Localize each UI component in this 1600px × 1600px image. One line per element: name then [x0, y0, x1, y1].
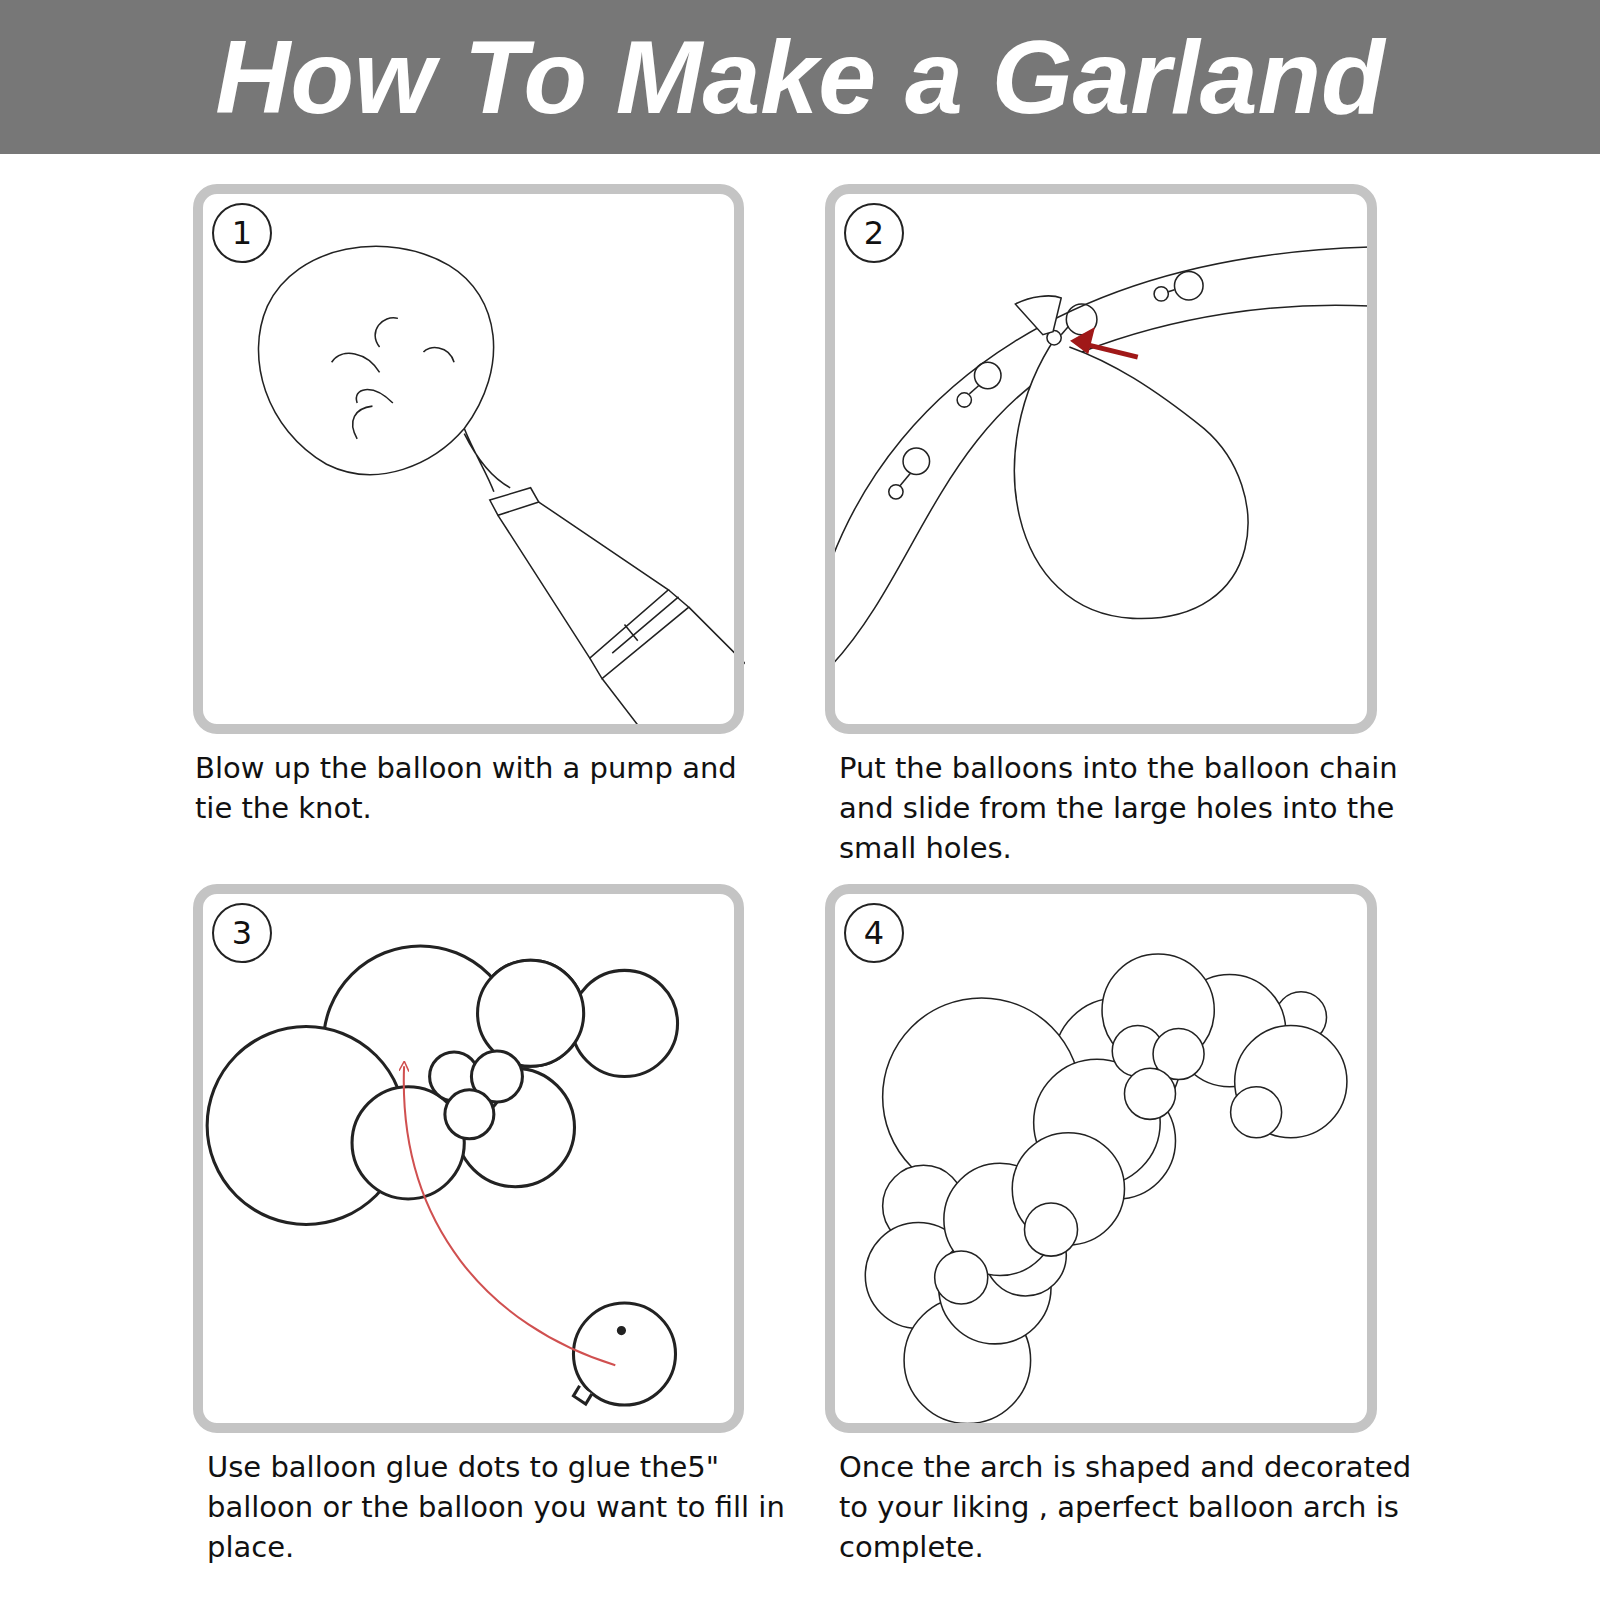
- step-number-text: 3: [232, 914, 252, 952]
- title: How To Make a Garland: [0, 0, 1600, 154]
- step-number: 4: [844, 903, 904, 963]
- balloon-chain: [832, 247, 1370, 665]
- step-caption: Blow up the balloon with a pump and tie …: [195, 748, 775, 828]
- step-number: 2: [844, 203, 904, 263]
- step-panel: 3: [193, 884, 744, 1433]
- step-number-text: 1: [232, 214, 252, 252]
- balloon-arch: [865, 954, 1347, 1423]
- step-caption: Once the arch is shaped and decorated to…: [839, 1447, 1419, 1567]
- step-number-text: 4: [864, 914, 884, 952]
- step-caption: Use balloon glue dots to glue the5" ball…: [207, 1447, 787, 1567]
- step-panel: 1: [193, 184, 744, 734]
- step-number: 1: [212, 203, 272, 263]
- balloon-pump: [258, 246, 744, 724]
- step-number-text: 2: [864, 214, 884, 252]
- balloon-cluster-glue: [207, 946, 677, 1405]
- step-panel: 4: [825, 884, 1377, 1433]
- step-caption: Put the balloons into the balloon chain …: [839, 748, 1419, 868]
- step-number: 3: [212, 903, 272, 963]
- step-panel: 2: [825, 184, 1377, 734]
